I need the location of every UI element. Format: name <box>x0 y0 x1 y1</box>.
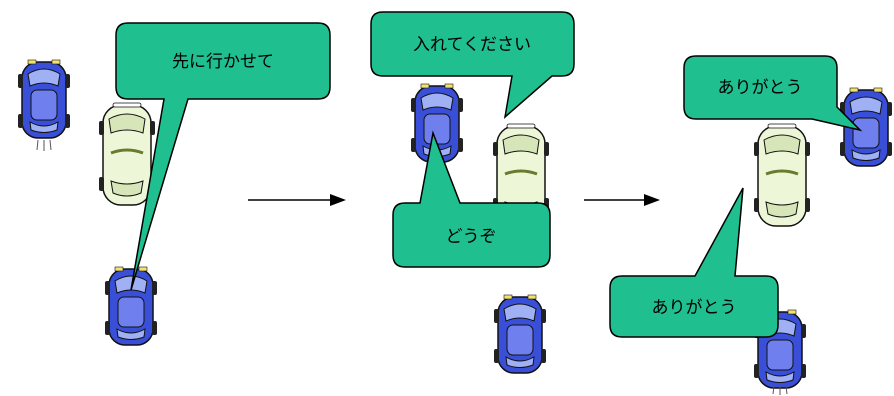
panel-2: 入れてください どうぞ <box>370 11 575 374</box>
arrow-right-icon <box>584 194 660 206</box>
blue-car-behind <box>493 294 547 374</box>
blue-car-approaching <box>104 266 158 346</box>
speech-bubble: 先に行かせて <box>115 22 331 291</box>
speech-bubble: 入れてください <box>370 11 575 119</box>
panel-1: 先に行かせて <box>17 22 331 346</box>
bubble-text: 入れてください <box>413 35 531 55</box>
white-car-lane <box>97 101 157 207</box>
speech-bubble: ありがとう <box>683 55 863 132</box>
exhaust-icon <box>36 139 52 151</box>
bubble-text: ありがとう <box>718 78 803 98</box>
speech-bubble: どうぞ <box>392 130 551 268</box>
blue-car-waiting <box>17 59 71 139</box>
arrow-right-icon <box>248 194 346 206</box>
speech-bubble: ありがとう <box>609 187 779 338</box>
white-car-merged <box>752 122 812 228</box>
panel-3: ありがとう ありがとう <box>609 55 893 395</box>
bubble-text: ありがとう <box>652 298 737 318</box>
exhaust-icon <box>772 385 788 395</box>
bubble-text: 先に行かせて <box>172 52 274 72</box>
bubble-text: どうぞ <box>446 227 497 247</box>
